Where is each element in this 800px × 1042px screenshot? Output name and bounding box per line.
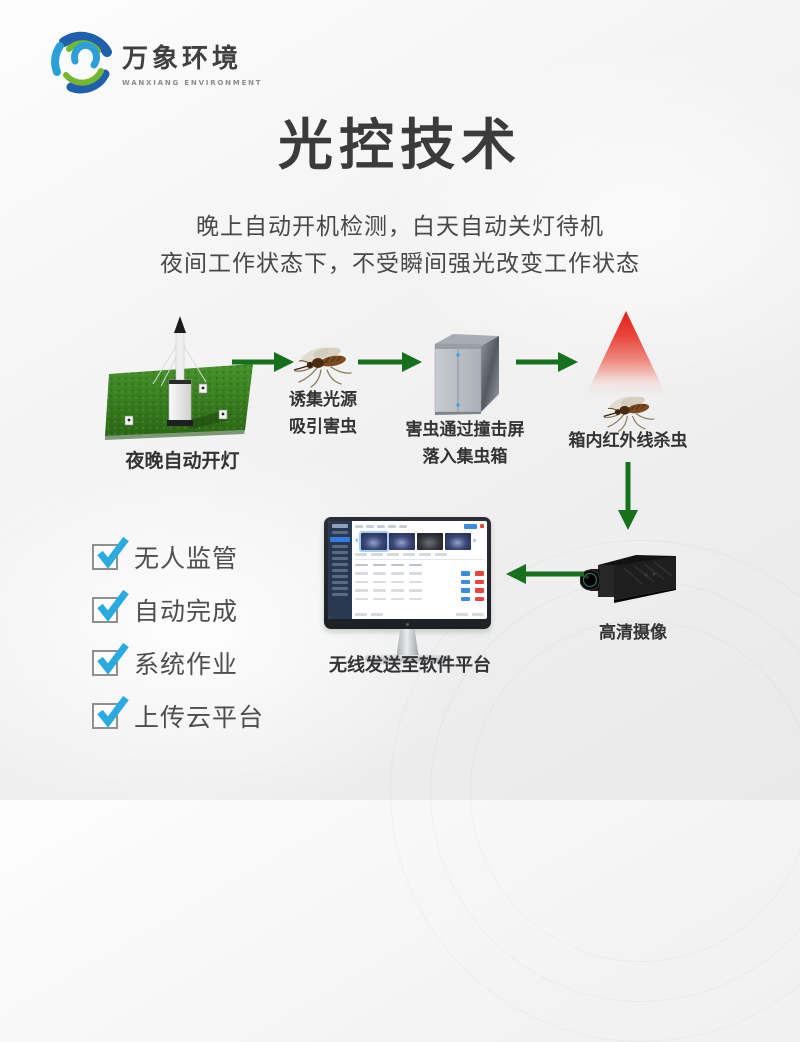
step2-label-line2: 吸引害虫	[289, 417, 357, 437]
monitor-base	[364, 654, 451, 661]
software-platform-monitor: ‹ ›	[324, 517, 491, 661]
capture-thumbnail	[358, 530, 389, 552]
step2-label-line1: 诱集光源	[289, 390, 357, 410]
dashboard-toolbar	[355, 523, 484, 529]
monitor-bezel: ‹ ›	[324, 517, 491, 629]
checklist-item-label: 系统作业	[134, 650, 239, 679]
dashboard-close-icon	[480, 524, 484, 528]
dashboard-filters	[355, 553, 484, 557]
arrow-left-icon	[506, 564, 584, 584]
monitor-screen: ‹ ›	[328, 521, 487, 619]
poster: 万象环境 WANXIANG ENVIRONMENT 光控技术 晚上自动开机检测，…	[0, 30, 800, 840]
step1-label: 夜晚自动开灯	[125, 450, 240, 472]
dashboard-sidebar	[328, 521, 352, 619]
table-row	[355, 579, 484, 585]
hd-camera-image	[580, 555, 676, 603]
checkbox-checked-icon	[92, 695, 129, 729]
checkbox-checked-icon	[92, 642, 129, 676]
checklist-item: 无人监管	[92, 536, 264, 573]
checklist-item-label: 上传云平台	[134, 703, 265, 732]
arrow-down-icon	[618, 462, 638, 530]
collection-box-image	[434, 334, 499, 415]
table-row	[355, 596, 484, 602]
mosquito-icon	[293, 347, 352, 388]
subtitle-line2: 夜间工作状态下，不受瞬间强光改变工作状态	[160, 251, 640, 277]
light-tower-image	[105, 316, 253, 440]
dashboard-sidebar-active-item	[330, 537, 350, 542]
step4-label: 箱内红外线杀虫	[568, 431, 688, 451]
table-row	[355, 588, 484, 594]
arrow-right-icon	[516, 352, 578, 372]
step5-label: 高清摄像	[599, 623, 667, 643]
background-arc	[470, 620, 800, 962]
step3-label: 害虫通过撞击屏 落入集虫箱	[390, 417, 540, 471]
wanxiang-globe-icon	[51, 31, 112, 94]
monitor-stand	[396, 629, 419, 655]
carousel-right-icon: ›	[472, 535, 477, 546]
subtitle-line1: 晚上自动开机检测，白天自动关灯待机	[196, 214, 604, 240]
step3-label-line2: 落入集虫箱	[422, 447, 508, 467]
checkbox-checked-icon	[92, 536, 129, 570]
mosquito-icon	[603, 396, 655, 432]
arrow-right-icon	[232, 352, 294, 372]
monitor-power-dot	[406, 623, 409, 626]
table-row	[355, 571, 484, 577]
checklist-item: 系统作业	[92, 642, 264, 679]
brand-name-cn: 万象环境	[122, 43, 243, 74]
dashboard-main: ‹ ›	[352, 521, 487, 619]
step6-label: 无线发送至软件平台	[329, 655, 491, 676]
brand-name-en: WANXIANG ENVIRONMENT	[122, 78, 263, 87]
page-title: 光控技术	[277, 113, 522, 177]
checkbox-checked-icon	[92, 589, 129, 623]
checklist-item-label: 无人监管	[134, 544, 239, 573]
capture-thumbnail	[388, 532, 415, 550]
carousel-left-icon: ‹	[355, 535, 359, 546]
dashboard-pagination	[355, 613, 484, 617]
step3-label-line1: 害虫通过撞击屏	[405, 420, 525, 440]
arrow-right-icon	[358, 352, 422, 372]
table-header-row	[355, 562, 484, 568]
checklist-item-label: 自动完成	[134, 597, 239, 626]
brand-logo: 万象环境 WANXIANG ENVIRONMENT	[50, 30, 262, 94]
feature-checklist: 无人监管 自动完成 系统作业 上传云平台	[92, 536, 264, 732]
capture-thumbnail	[416, 532, 443, 550]
dashboard-table	[355, 559, 484, 611]
capture-thumbnail	[444, 532, 471, 550]
capture-thumbnails: ‹ ›	[355, 530, 484, 552]
checklist-item: 自动完成	[92, 589, 264, 626]
checklist-item: 上传云平台	[92, 695, 264, 732]
dashboard-primary-button	[464, 523, 477, 529]
infrared-beam-icon	[586, 311, 666, 395]
step2-label: 诱集光源 吸引害虫	[278, 387, 368, 441]
